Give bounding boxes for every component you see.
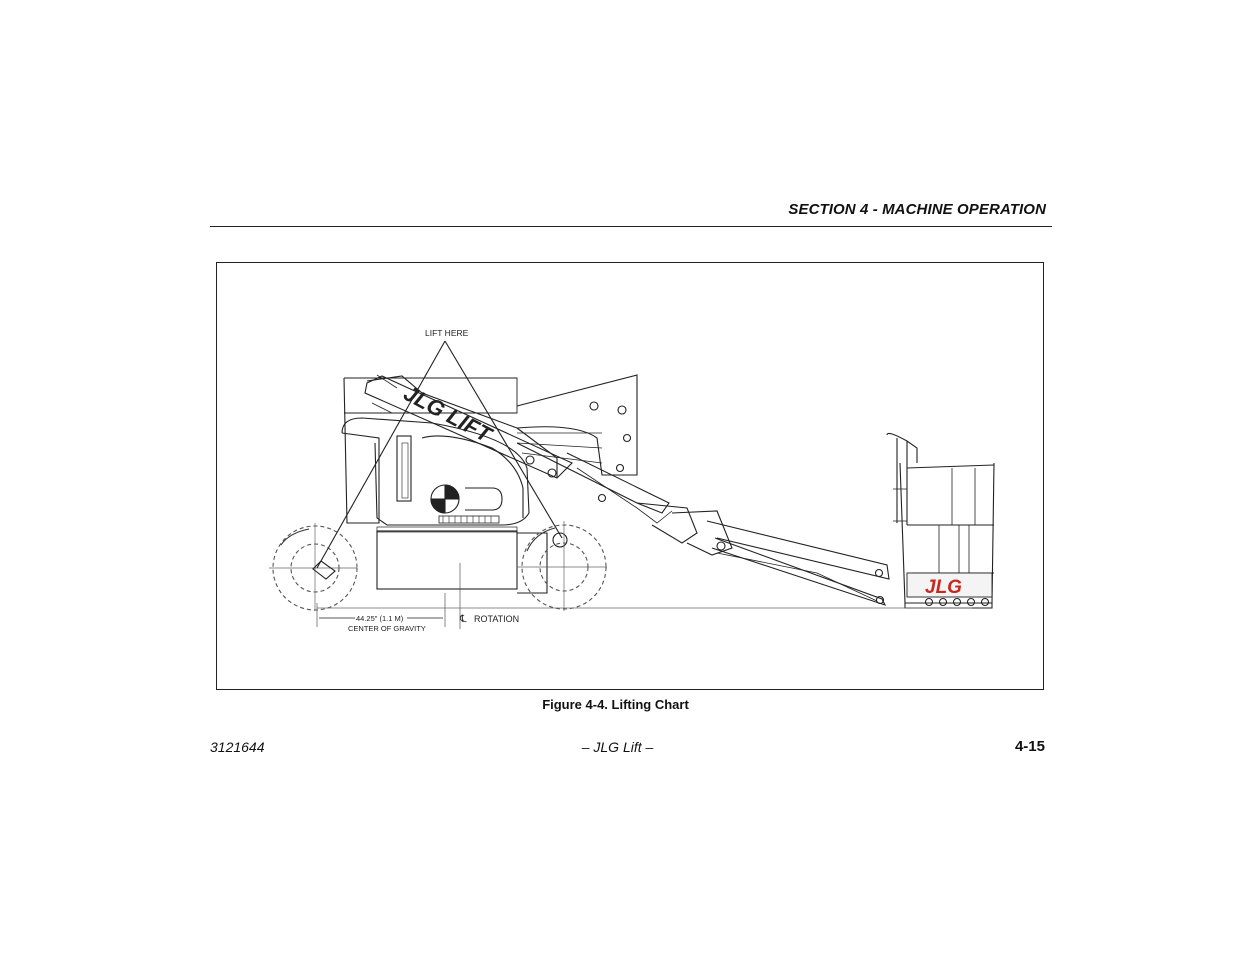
footer-title: – JLG Lift – [581,739,654,755]
page-number: 4-15 [1014,738,1045,755]
platform-logo: JLG [925,577,962,598]
lift-here-label: LIFT HERE [425,328,469,338]
header-rule [210,226,1052,227]
cg-dimension-label: 44.25" (1.1 M) [356,614,404,623]
rotation-label: ROTATION [474,614,519,624]
centerline-symbol: ℄ [459,614,467,625]
lifting-chart-illustration: JLG LIFT JLG LIFT HERE 44.25" (1.1 M) CE… [269,328,995,633]
figure-frame: JLG LIFT JLG LIFT HERE 44.25" (1.1 M) CE… [216,262,1044,690]
section-title: SECTION 4 - MACHINE OPERATION [788,201,1046,218]
figure-caption: Figure 4-4. Lifting Chart [542,697,689,712]
document-number: 3121644 [210,739,265,755]
center-of-gravity-label: CENTER OF GRAVITY [348,624,426,633]
boom-logo: JLG LIFT [400,380,497,448]
